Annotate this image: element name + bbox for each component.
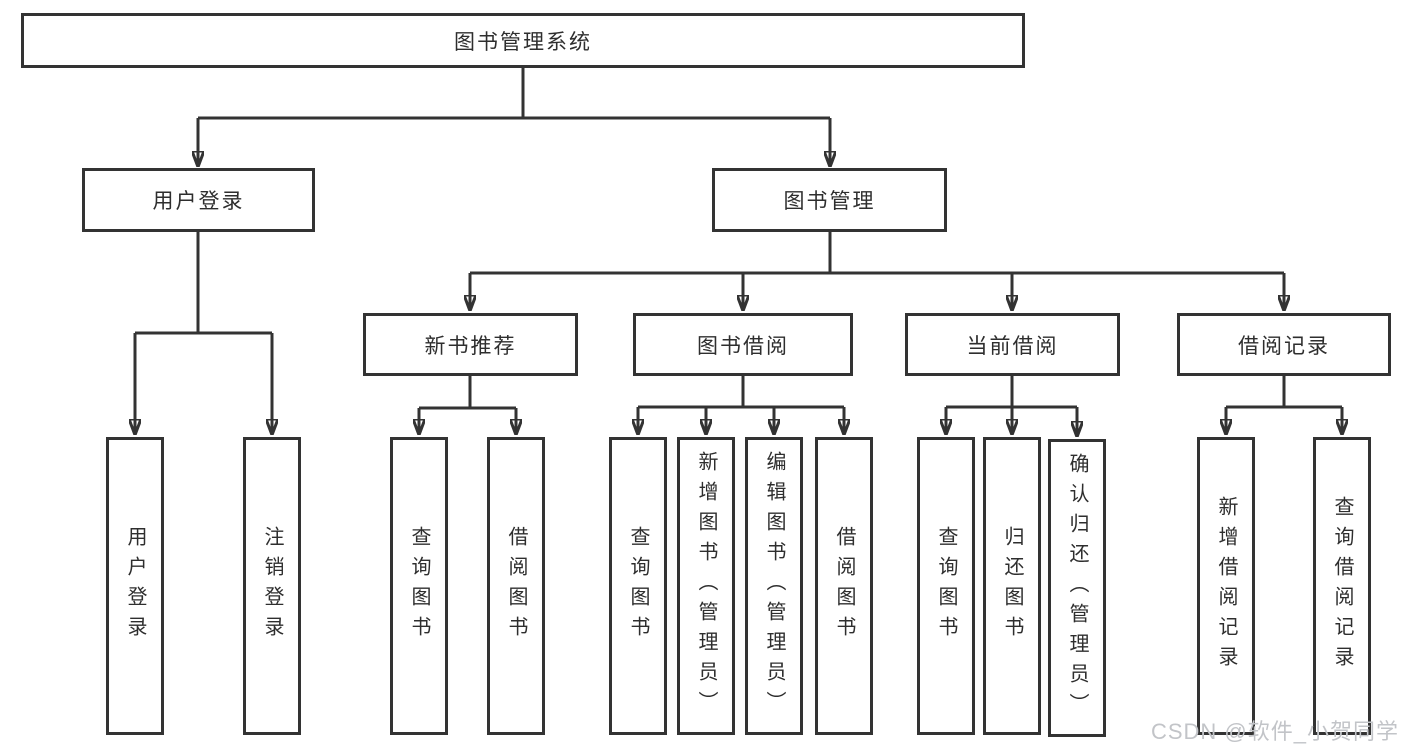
leaf-edit-books-admin-label: 编辑图书（管理员） xyxy=(763,451,785,721)
leaf-query-borrow-record-label: 查询借阅记录 xyxy=(1331,496,1353,676)
leaf-confirm-return-admin: 确认归还（管理员） xyxy=(1048,439,1106,737)
connector-book-management xyxy=(470,232,1284,275)
node-book-borrow-label: 图书借阅 xyxy=(697,334,789,358)
node-user-login: 用户登录 xyxy=(82,168,315,232)
node-user-login-label: 用户登录 xyxy=(152,190,245,213)
leaf-borrow-books-recommend: 借阅图书 xyxy=(487,437,545,735)
node-book-borrow: 图书借阅 xyxy=(633,313,853,376)
leaf-confirm-return-admin-label: 确认归还（管理员） xyxy=(1066,453,1088,723)
leaf-query-books-borrow-label: 查询图书 xyxy=(627,526,649,646)
leaf-add-borrow-record-label: 新增借阅记录 xyxy=(1215,496,1237,676)
node-book-management-label: 图书管理 xyxy=(783,190,876,213)
csdn-watermark: CSDN @软件_小贺同学 xyxy=(1150,719,1399,744)
node-current-borrow-label: 当前借阅 xyxy=(966,334,1059,358)
node-root: 图书管理系统 xyxy=(21,13,1025,68)
leaf-query-books-current: 查询图书 xyxy=(917,437,975,735)
leaf-user-login-label: 用户登录 xyxy=(124,526,146,646)
node-borrow-records: 借阅记录 xyxy=(1177,313,1391,376)
leaf-add-borrow-record: 新增借阅记录 xyxy=(1197,437,1255,735)
leaf-query-books-borrow: 查询图书 xyxy=(609,437,667,735)
node-current-borrow: 当前借阅 xyxy=(905,313,1120,376)
leaf-query-borrow-record: 查询借阅记录 xyxy=(1313,437,1371,735)
leaf-edit-books-admin: 编辑图书（管理员） xyxy=(745,437,803,735)
node-root-label: 图书管理系统 xyxy=(454,30,592,54)
leaf-borrow-books: 借阅图书 xyxy=(815,437,873,735)
leaf-borrow-books-recommend-label: 借阅图书 xyxy=(505,526,527,646)
leaf-query-books-current-label: 查询图书 xyxy=(935,526,957,646)
connector-borrow-records xyxy=(1226,376,1342,409)
leaf-logout: 注销登录 xyxy=(243,437,301,735)
leaf-borrow-books-label: 借阅图书 xyxy=(833,526,855,646)
connector-root xyxy=(198,68,830,120)
leaf-add-books-admin-label: 新增图书（管理员） xyxy=(695,451,717,721)
node-new-book-recommend: 新书推荐 xyxy=(363,313,578,376)
connector-user-login xyxy=(135,232,272,335)
leaf-user-login: 用户登录 xyxy=(106,437,164,735)
leaf-query-books-recommend: 查询图书 xyxy=(390,437,448,735)
connector-new-book-recommend xyxy=(419,376,516,410)
node-new-book-recommend-label: 新书推荐 xyxy=(424,334,517,358)
leaf-return-books-label: 归还图书 xyxy=(1001,526,1023,646)
node-borrow-records-label: 借阅记录 xyxy=(1238,334,1330,358)
leaf-query-books-recommend-label: 查询图书 xyxy=(408,526,430,646)
connector-book-borrow xyxy=(638,376,844,409)
leaf-logout-label: 注销登录 xyxy=(261,526,283,646)
connector-current-borrow xyxy=(946,376,1077,409)
node-book-management: 图书管理 xyxy=(712,168,947,232)
leaf-return-books: 归还图书 xyxy=(983,437,1041,735)
leaf-add-books-admin: 新增图书（管理员） xyxy=(677,437,735,735)
